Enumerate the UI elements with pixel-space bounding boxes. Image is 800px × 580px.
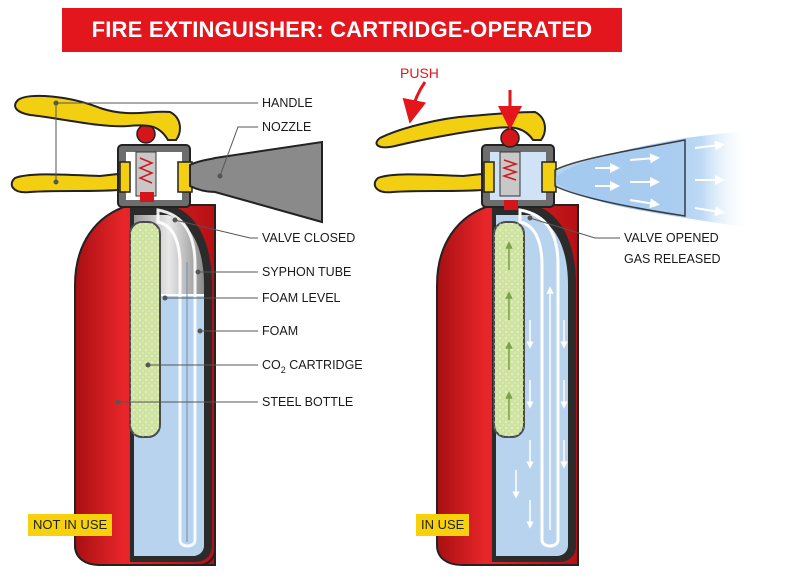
title-banner: FIRE EXTINGUISHER: CARTRIDGE-OPERATED (62, 8, 622, 52)
lower-lever (10, 172, 119, 194)
label-syphon-tube: SYPHON TUBE (262, 265, 351, 279)
nozzle (189, 140, 323, 224)
label-nozzle: NOZZLE (262, 120, 311, 134)
syphon-tube (156, 208, 197, 548)
label-foam-level: FOAM LEVEL (262, 291, 341, 305)
label-handle: HANDLE (262, 96, 313, 110)
spray-arrows (595, 140, 725, 217)
page-title: FIRE EXTINGUISHER: CARTRIDGE-OPERATED (91, 17, 593, 42)
label-foam: FOAM (262, 324, 298, 338)
leader-lines (53, 100, 620, 405)
syphon-tube (518, 208, 560, 548)
handle (375, 110, 546, 149)
label-push: PUSH (400, 65, 439, 81)
extinguisher-in-use (373, 81, 750, 566)
lower-lever (373, 172, 483, 194)
extinguisher-not-in-use (10, 94, 323, 566)
label-steel-bottle: STEEL BOTTLE (262, 395, 353, 409)
label-valve-closed: VALVE CLOSED (262, 231, 355, 245)
push-arrow (402, 81, 427, 124)
label-gas-released: GAS RELEASED (624, 252, 721, 266)
badge-in-use: IN USE (416, 514, 470, 536)
foam-flow-arrows (512, 286, 568, 530)
label-co2-cartridge: CO2 CARTRIDGE (262, 358, 363, 375)
label-valve-opened: VALVE OPENED (624, 231, 719, 245)
badge-not-in-use: NOT IN USE (28, 514, 113, 536)
